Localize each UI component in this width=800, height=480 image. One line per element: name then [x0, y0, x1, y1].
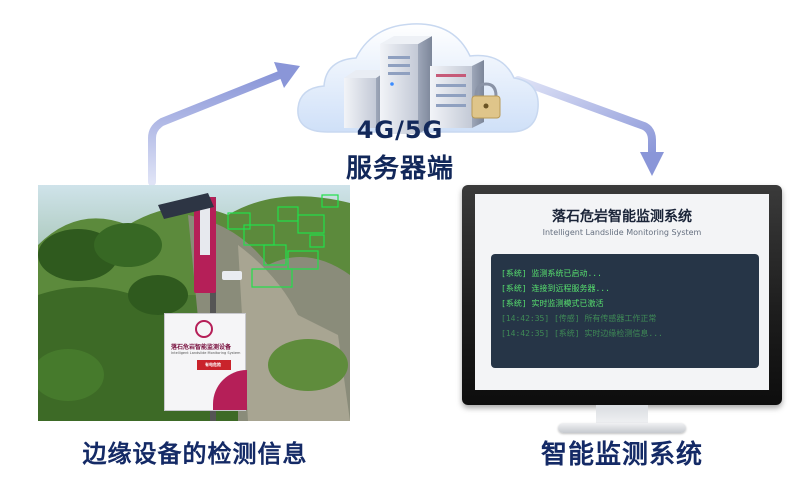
cabinet-subtitle: Intelligent Landslide Monitoring System — [171, 351, 241, 355]
cabinet-title: 落石危岩智能监测设备 — [171, 344, 232, 351]
monitoring-cabinet: 落石危岩智能监测设备 Intelligent Landslide Monitor… — [164, 313, 247, 411]
monitor-stand-base — [558, 423, 686, 433]
monitor-caption: 智能监测系统 — [540, 440, 703, 470]
cabinet-swoosh — [213, 370, 247, 410]
system-subtitle: Intelligent Landslide Monitoring System — [542, 228, 702, 237]
monitor-screen: 落石危岩智能监测系统 Intelligent Landslide Monitor… — [475, 194, 769, 390]
console-log: [系统] 监测系统已启动... [系统] 连接到远程服务器... [系统] 实时… — [491, 254, 759, 368]
monitor-stand-neck — [596, 405, 648, 427]
server-label: 服务器端 — [345, 154, 454, 184]
warning-sign — [197, 360, 231, 370]
console-line: [系统] 连接到远程服务器... — [501, 284, 610, 293]
system-title: 落石危岩智能监测系统 — [552, 209, 692, 225]
server-to-monitor-arrow — [514, 76, 664, 176]
edge-to-server-arrow — [148, 62, 300, 186]
console-line: [系统] 监测系统已启动... — [501, 269, 602, 278]
console-line: [14:42:35] [传感] 所有传感器工作正常 — [501, 314, 657, 323]
detection-boxes — [227, 194, 339, 288]
server-tower-icon — [344, 36, 484, 134]
warning-label: 有电危险 — [205, 362, 221, 367]
network-label: 4G/5G — [356, 116, 444, 144]
padlock-icon — [471, 82, 501, 119]
server-cloud-illustration — [297, 23, 539, 134]
console-line: [系统] 实时监测模式已激活 — [501, 299, 604, 308]
edge-caption: 边缘设备的检测信息 — [82, 440, 308, 468]
console-line: [14:42:35] [系统] 实时边缘检测信息... — [501, 329, 663, 338]
edge-device-photo: 落石危岩智能监测设备 Intelligent Landslide Monitor… — [38, 185, 350, 421]
cabinet-logo — [195, 320, 213, 338]
